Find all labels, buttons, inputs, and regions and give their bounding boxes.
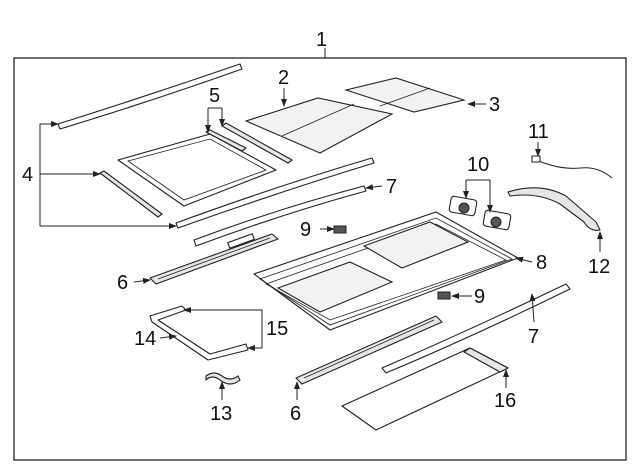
callout-7-lower: 7 xyxy=(528,326,539,348)
frame-edge-1 xyxy=(259,217,513,326)
guide-lower-detail xyxy=(303,319,435,379)
glass-rear-line xyxy=(379,87,431,107)
part-rail-7-upper xyxy=(193,185,367,247)
guide-upper-bracket xyxy=(227,233,255,249)
callout-9-lower: 9 xyxy=(474,286,485,308)
part-hose-small xyxy=(205,372,241,385)
callout-13: 13 xyxy=(210,403,232,425)
part-motor-right xyxy=(482,209,512,231)
callout-16: 16 xyxy=(494,390,516,412)
part-weatherstrip-frame xyxy=(117,133,277,207)
leader-15b xyxy=(247,328,263,351)
callout-8: 8 xyxy=(536,252,547,274)
part-motor-left xyxy=(448,195,478,217)
callout-12: 12 xyxy=(588,256,610,278)
leader-7b xyxy=(529,293,536,323)
part-drive-cable xyxy=(507,187,601,231)
sunshade-handle xyxy=(463,347,509,373)
callout-4: 4 xyxy=(22,164,33,186)
part-rail-7-lower xyxy=(381,283,571,374)
callout-3: 3 xyxy=(489,94,500,116)
callout-9-upper: 9 xyxy=(300,219,311,241)
callout-5: 5 xyxy=(209,85,220,107)
leader-7a xyxy=(365,184,383,191)
callout-10: 10 xyxy=(467,154,489,176)
part-clip-upper xyxy=(333,225,347,234)
leader-15a xyxy=(183,307,263,328)
callout-15: 15 xyxy=(266,318,288,340)
part-glass-front xyxy=(244,97,394,154)
callout-1: 1 xyxy=(316,29,327,51)
guide-upper-detail xyxy=(157,237,271,280)
harness-connector xyxy=(531,155,541,163)
assembly-frame xyxy=(13,57,627,461)
part-seal-left xyxy=(99,170,163,218)
part-seal-loop xyxy=(149,305,249,361)
part-harness xyxy=(535,159,613,179)
leader-14 xyxy=(159,333,177,340)
leader-6a xyxy=(133,277,151,284)
weatherstrip-inner xyxy=(127,138,267,201)
leader-4a xyxy=(39,121,59,174)
callout-7-upper: 7 xyxy=(386,176,397,198)
callout-6-lower: 6 xyxy=(290,403,301,425)
frame-opening-rear xyxy=(362,221,470,269)
callout-11: 11 xyxy=(528,121,549,143)
part-roof-molding xyxy=(57,63,243,130)
callout-2: 2 xyxy=(278,67,289,89)
part-clip-lower xyxy=(437,291,451,300)
callout-14: 14 xyxy=(134,328,156,350)
callout-6-upper: 6 xyxy=(117,272,128,294)
part-glass-rear xyxy=(343,77,467,113)
frame-opening-front xyxy=(276,261,394,313)
leader-8 xyxy=(515,256,533,263)
leader-4c xyxy=(39,174,177,229)
glass-front-line xyxy=(281,103,355,137)
part-rail-upper xyxy=(175,157,375,229)
